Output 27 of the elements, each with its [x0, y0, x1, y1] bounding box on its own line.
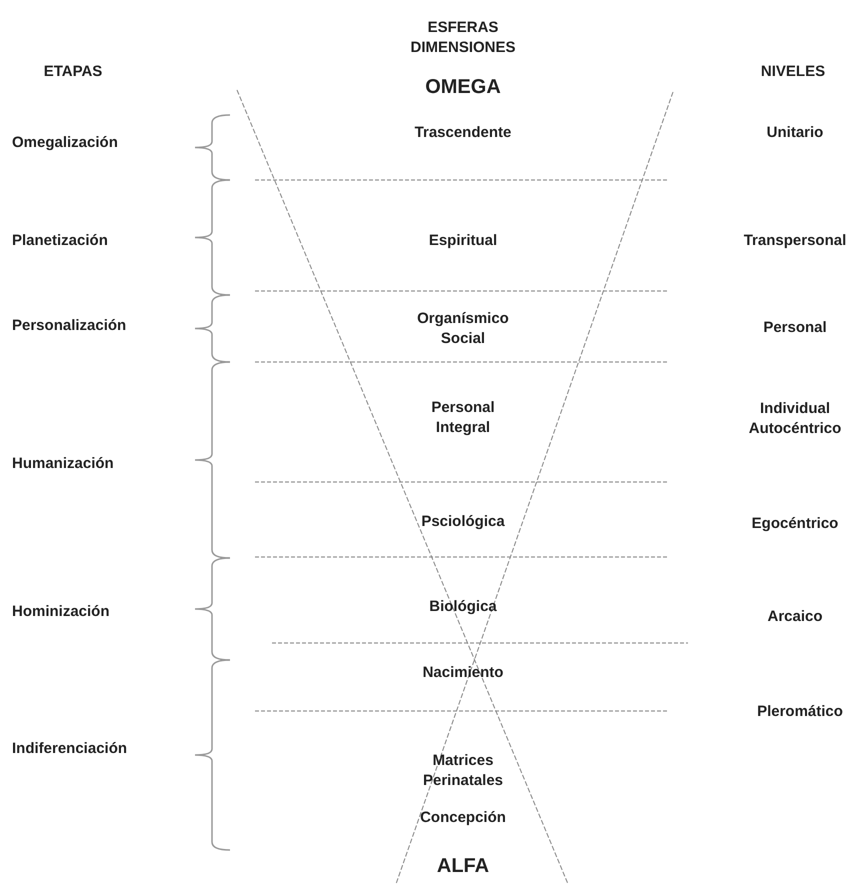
column-heading: ESFERAS DIMENSIONES — [409, 18, 516, 58]
level-label: Pleromático — [757, 702, 843, 722]
stage-label: Planetización — [12, 231, 108, 251]
stage-label: Personalización — [12, 316, 126, 336]
sphere-label: Nacimiento — [422, 663, 504, 683]
stage-label: Humanización — [12, 454, 114, 474]
level-label: Arcaico — [767, 607, 823, 627]
sphere-label: Organísmico Social — [416, 309, 510, 349]
sphere-label: Psciológica — [421, 512, 505, 532]
sphere-label: Espiritual — [428, 231, 498, 251]
sphere-label: Biológica — [429, 597, 497, 617]
sphere-label: Matrices Perinatales — [422, 751, 504, 791]
column-heading: ETAPAS — [44, 62, 102, 82]
level-label: Transpersonal — [744, 231, 846, 251]
level-label: Unitario — [766, 123, 824, 143]
stage-label: Indiferenciación — [12, 739, 128, 759]
pole-label: OMEGA — [425, 75, 501, 99]
stage-label: Omegalización — [12, 133, 118, 153]
column-heading: NIVELES — [760, 62, 826, 82]
sphere-label: Personal Integral — [430, 398, 496, 438]
sphere-label: Trascendente — [414, 123, 512, 143]
sphere-label: Concepción — [420, 808, 506, 828]
stage-label: Hominización — [12, 602, 110, 622]
pole-label: ALFA — [436, 854, 490, 878]
level-label: Personal — [763, 318, 827, 338]
level-label: Egocéntrico — [752, 514, 838, 534]
level-label: Individual Autocéntrico — [748, 399, 842, 439]
